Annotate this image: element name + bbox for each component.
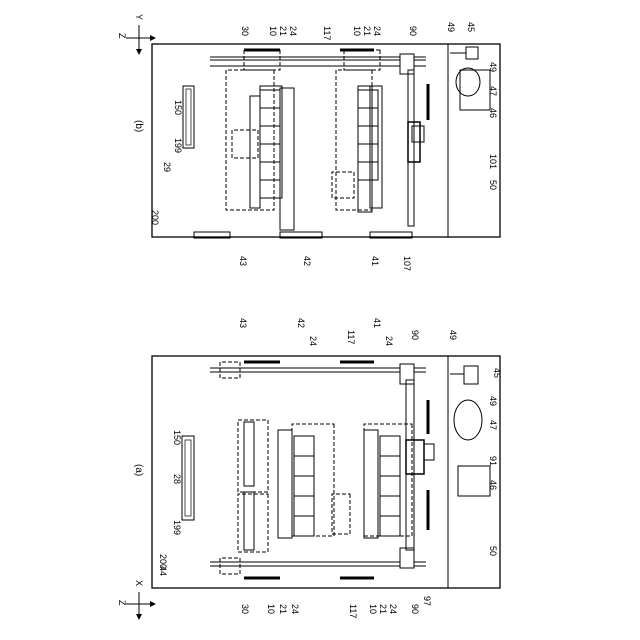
svg-text:30: 30	[240, 604, 250, 614]
fig-b-display-inner	[186, 89, 191, 145]
svg-text:28: 28	[172, 474, 182, 484]
svg-text:44: 44	[158, 566, 168, 576]
svg-text:199: 199	[172, 520, 182, 535]
fig-a-transfer-arm	[406, 380, 414, 550]
fig-a-sensor-91	[424, 444, 434, 460]
fig-a-transfer-head-90-bottom	[400, 548, 414, 568]
svg-text:29: 29	[162, 162, 172, 172]
svg-text:24: 24	[388, 604, 398, 614]
svg-text:50: 50	[488, 180, 498, 190]
svg-text:90: 90	[408, 26, 418, 36]
svg-text:117: 117	[348, 604, 358, 618]
fig-a-panel-label: (a)	[133, 464, 144, 476]
svg-text:200: 200	[150, 210, 160, 225]
svg-text:42: 42	[302, 256, 312, 266]
svg-text:46: 46	[488, 108, 498, 118]
svg-text:107: 107	[402, 256, 412, 271]
svg-text:45: 45	[492, 368, 502, 378]
figure-b: (b) Z Y	[117, 14, 500, 271]
fig-b-panel-label: (b)	[133, 120, 144, 132]
svg-text:21: 21	[278, 26, 288, 36]
svg-text:42: 42	[296, 318, 306, 328]
svg-text:30: 30	[240, 26, 250, 36]
rotated-figure-group: (b) Z Y	[117, 14, 502, 620]
svg-text:10: 10	[268, 26, 278, 36]
fig-b-dashed-envelopes	[226, 50, 380, 210]
fig-a-tank-47	[454, 400, 482, 440]
fig-b-axis-indicator: Z Y	[117, 14, 156, 55]
svg-text:21: 21	[362, 26, 372, 36]
fig-b-axis-horizontal: Y	[134, 14, 144, 20]
svg-text:49: 49	[488, 62, 498, 72]
svg-text:24: 24	[290, 604, 300, 614]
svg-text:47: 47	[488, 86, 498, 96]
svg-text:91: 91	[488, 456, 498, 466]
fig-b-transfer-head-90	[400, 54, 414, 74]
svg-text:21: 21	[378, 604, 388, 614]
fig-a-lower-unit	[364, 430, 400, 538]
svg-text:117: 117	[346, 330, 356, 344]
svg-text:45: 45	[466, 22, 476, 32]
svg-text:150: 150	[173, 100, 183, 115]
svg-text:10: 10	[368, 604, 378, 614]
fig-b-reference-labels: 150 199 29 200 30 10 21 24 117 10 21 24 …	[150, 22, 498, 271]
fig-a-axis-horizontal: X	[134, 580, 144, 586]
svg-text:24: 24	[384, 336, 394, 346]
svg-text:101: 101	[488, 154, 498, 169]
fig-a-axis-indicator: Z X	[117, 580, 156, 620]
svg-text:41: 41	[372, 318, 382, 328]
svg-text:24: 24	[288, 26, 298, 36]
svg-text:150: 150	[172, 430, 182, 445]
fig-a-display-inner	[185, 440, 191, 516]
svg-text:49: 49	[446, 22, 456, 32]
svg-text:47: 47	[488, 420, 498, 430]
fig-b-base-46	[460, 70, 490, 110]
fig-a-reference-labels: 150 28 199 200 44 30 10 21 24 117 10 21 …	[158, 318, 502, 618]
fig-a-base-46	[458, 466, 490, 496]
svg-text:41: 41	[370, 256, 380, 266]
svg-text:49: 49	[488, 396, 498, 406]
fig-b-pump-45	[466, 47, 478, 59]
svg-text:97: 97	[422, 596, 432, 606]
svg-text:50: 50	[488, 546, 498, 556]
fig-a-pump-45	[464, 366, 478, 384]
fig-a-upper-unit	[244, 422, 314, 550]
fig-a-carriage-50	[406, 440, 424, 474]
svg-text:43: 43	[238, 256, 248, 266]
svg-text:21: 21	[278, 604, 288, 614]
fig-b-upper-unit	[250, 86, 294, 230]
svg-text:10: 10	[352, 26, 362, 36]
fig-a-axis-vertical: Z	[117, 600, 127, 606]
svg-text:199: 199	[173, 138, 183, 153]
svg-text:90: 90	[410, 330, 420, 340]
svg-text:24: 24	[308, 336, 318, 346]
fig-a-display-150	[182, 436, 194, 520]
fig-a-transfer-head-90-top	[400, 364, 414, 384]
fig-b-transfer-rails	[210, 57, 426, 66]
svg-text:10: 10	[266, 604, 276, 614]
svg-text:46: 46	[488, 480, 498, 490]
svg-text:90: 90	[410, 604, 420, 614]
svg-text:43: 43	[238, 318, 248, 328]
fig-b-display-150	[183, 86, 194, 148]
fig-b-lower-unit	[358, 86, 382, 212]
fig-b-transfer-arm	[408, 70, 414, 226]
svg-text:117: 117	[322, 26, 332, 40]
fig-a-dashed-envelopes	[220, 362, 412, 574]
svg-text:24: 24	[372, 26, 382, 36]
fig-b-axis-vertical: Z	[117, 33, 127, 39]
svg-text:49: 49	[448, 330, 458, 340]
figure-a: (a) Z X	[117, 318, 502, 620]
